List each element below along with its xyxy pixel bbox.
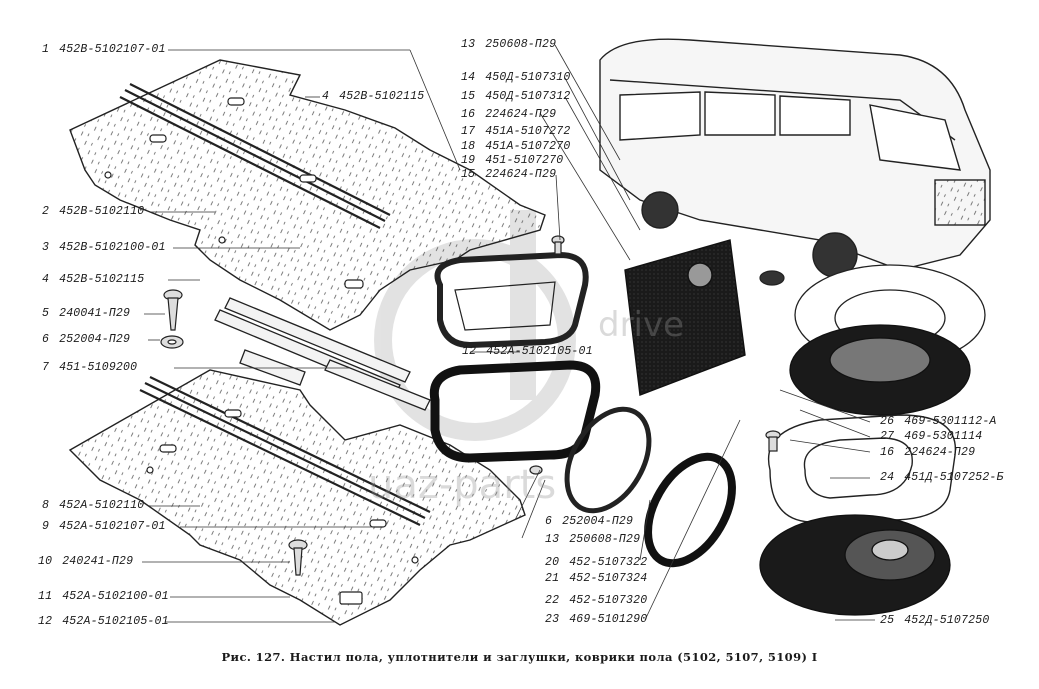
disc-27 (789, 324, 971, 416)
frame-upper (434, 251, 589, 349)
watermark-text-uaz-parts: uaz-parts (368, 462, 557, 508)
upper-floor-ribs (119, 83, 391, 229)
plate-24 (768, 414, 957, 523)
lower-floor-panel (68, 369, 526, 626)
van-illustration (599, 38, 991, 278)
cap-25 (759, 514, 951, 616)
washer-6 (160, 335, 184, 349)
oval-seal-20 (564, 406, 652, 514)
lower-floor-ribs (139, 376, 431, 526)
screw-5 (163, 289, 183, 331)
lower-floor-holes (146, 409, 419, 605)
figure-caption: Рис. 127. Настил пола, уплотнители и заг… (221, 650, 818, 664)
plug-bolts (529, 235, 785, 475)
upper-floor-panel (69, 59, 546, 331)
watermark-text-drive: drive (598, 305, 685, 345)
dark-mat (624, 239, 746, 396)
middle-strips (214, 297, 431, 411)
screw-10 (288, 539, 308, 576)
upper-floor-holes (104, 97, 364, 289)
oval-seal-22 (644, 452, 736, 568)
leader-lines (142, 44, 875, 623)
